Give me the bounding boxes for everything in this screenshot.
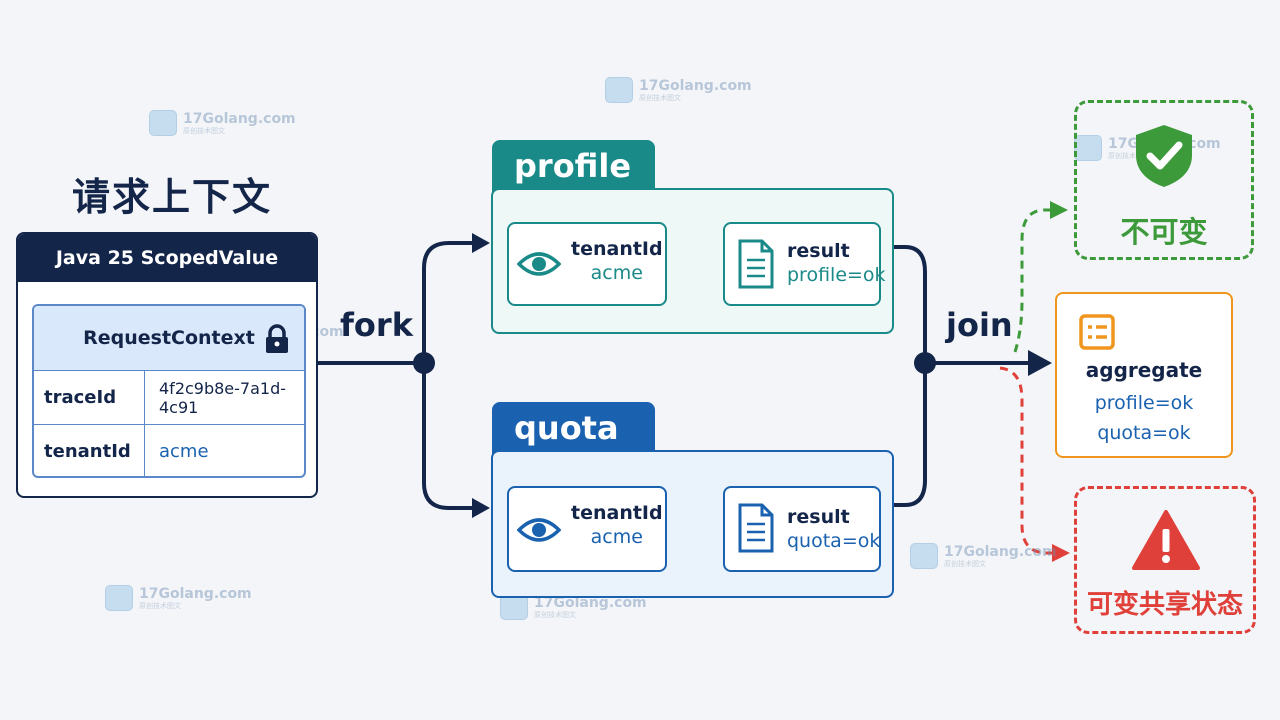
eye-icon xyxy=(517,252,561,276)
mutable-shared-label: 可变共享状态 xyxy=(1086,590,1243,620)
profile-read-text: tenantId acme xyxy=(571,238,663,286)
immutable-label: 不可变 xyxy=(1120,215,1208,249)
immutable-dashed-path xyxy=(1013,208,1052,353)
context-row-traceid: traceId 4f2c9b8e-7a1d-4c91 xyxy=(34,371,304,425)
quota-read-card: tenantId acme xyxy=(507,486,667,572)
fork-arrow-down xyxy=(472,498,490,518)
document-icon xyxy=(738,503,774,553)
request-context-table: RequestContext traceId 4f2c9b8e-7a1d-4c9… xyxy=(32,304,306,478)
fork-label: fork xyxy=(340,306,413,344)
fork-branch-up xyxy=(422,241,474,363)
document-icon xyxy=(738,239,774,289)
join-node xyxy=(914,352,936,374)
aggregate-line: quota=ok xyxy=(1097,422,1191,444)
scoped-value-box: Java 25 ScopedValue RequestContext trace… xyxy=(16,232,318,498)
request-context-title: RequestContext xyxy=(83,327,255,349)
result-label: result xyxy=(787,506,850,528)
fork-branch-down xyxy=(422,363,474,510)
quota-result-text: result quota=ok xyxy=(787,506,880,554)
fork-arrow-up xyxy=(472,233,490,253)
context-row-tenantid: tenantId acme xyxy=(34,425,304,476)
result-value: profile=ok xyxy=(787,263,886,286)
list-icon xyxy=(1079,314,1115,350)
join-branch-up xyxy=(893,245,927,363)
read-value: acme xyxy=(590,525,643,548)
join-branch-down xyxy=(893,363,927,507)
request-context-header: RequestContext xyxy=(34,306,304,371)
shield-check-icon xyxy=(1136,125,1192,187)
context-value: acme xyxy=(159,441,209,462)
quota-read-text: tenantId acme xyxy=(571,502,663,550)
immutable-arrow xyxy=(1050,201,1068,219)
context-value: 4f2c9b8e-7a1d-4c91 xyxy=(159,378,287,417)
profile-tab: profile xyxy=(492,140,655,192)
mutable-shared-box: 可变共享状态 xyxy=(1074,486,1256,634)
context-key: tenantId xyxy=(34,425,145,476)
mutable-arrow xyxy=(1052,544,1070,562)
warning-icon xyxy=(1132,510,1200,570)
join-label: join xyxy=(946,306,1013,344)
profile-panel: tenantId acme result profile=ok xyxy=(491,188,894,334)
join-arrow xyxy=(1028,350,1052,376)
profile-result-text: result profile=ok xyxy=(787,240,886,288)
result-value: quota=ok xyxy=(787,529,881,552)
profile-result-card: result profile=ok xyxy=(723,222,886,306)
aggregate-title: aggregate xyxy=(1085,358,1203,382)
result-label: result xyxy=(787,240,850,262)
quota-result-card: result quota=ok xyxy=(723,486,881,572)
read-key: tenantId xyxy=(571,502,663,524)
quota-tab: quota xyxy=(492,402,655,454)
page-title: 请求上下文 xyxy=(72,175,273,219)
eye-icon xyxy=(517,518,561,542)
lock-icon xyxy=(266,324,288,353)
read-value: acme xyxy=(590,261,643,284)
read-key: tenantId xyxy=(571,238,663,260)
aggregate-box: aggregate profile=ok quota=ok xyxy=(1055,292,1233,458)
scoped-value-header: Java 25 ScopedValue xyxy=(18,234,316,282)
quota-panel: tenantId acme result quota=ok xyxy=(491,450,894,598)
context-key: traceId xyxy=(34,371,145,424)
fork-node xyxy=(413,352,435,374)
aggregate-line: profile=ok xyxy=(1094,392,1194,414)
profile-read-card: tenantId acme xyxy=(507,222,667,306)
mutable-dashed-path xyxy=(999,366,1054,555)
immutable-box: 不可变 xyxy=(1074,100,1254,260)
